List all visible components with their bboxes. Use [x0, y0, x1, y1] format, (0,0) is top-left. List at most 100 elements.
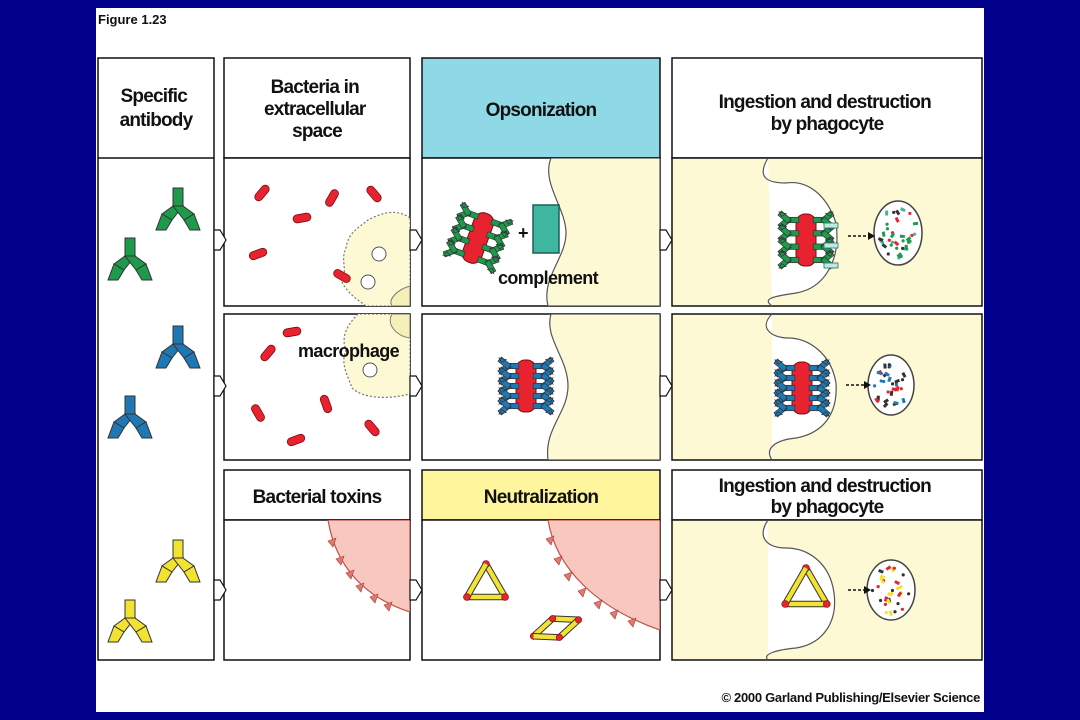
debris-fragment — [893, 400, 899, 406]
debris-fragment — [899, 387, 903, 391]
debris-fragment — [900, 607, 904, 611]
debris-fragment — [890, 591, 894, 596]
receptor-spike — [335, 555, 345, 566]
debris-fragment — [873, 384, 877, 388]
debris-fragment — [896, 586, 900, 591]
debris-fragment — [881, 243, 888, 249]
debris-fragment — [913, 232, 917, 236]
bacterium — [366, 185, 382, 203]
debris-fragment — [882, 379, 886, 384]
debris-fragment — [883, 398, 890, 404]
debris-fragment — [887, 363, 891, 367]
debris-fragment — [888, 610, 893, 616]
debris-fragment — [889, 232, 896, 239]
debris-fragment — [886, 390, 890, 394]
figure-label: Figure 1.23 — [98, 12, 167, 27]
debris-fragment — [901, 397, 906, 404]
receptor-spike — [609, 609, 619, 620]
connector-arrows — [213, 229, 673, 601]
neutralized-toxin-complex — [529, 615, 583, 641]
antibody-group — [107, 187, 201, 643]
antibody-icon — [497, 376, 520, 396]
connector-arrow — [659, 579, 673, 601]
debris-fragment — [890, 240, 895, 244]
opsonized-bacterium — [497, 356, 555, 416]
antibody-icon — [107, 237, 153, 281]
debris-fragment — [882, 402, 889, 408]
connector-arrow — [659, 229, 673, 251]
debris-fragment — [901, 239, 905, 243]
debris-fragment — [890, 382, 895, 386]
debris-fragment — [887, 376, 892, 383]
debris-fragment — [878, 598, 883, 603]
receptor-spike — [627, 617, 637, 628]
debris-fragment — [890, 588, 895, 593]
debris-fragment — [899, 234, 905, 239]
neutralized-toxin-complex — [781, 564, 831, 608]
debris-fragment — [885, 227, 890, 231]
debris-fragment — [876, 370, 883, 376]
opsonized-bacterium — [442, 201, 514, 275]
opsonized-bacterium — [773, 358, 831, 418]
debris-fragment — [885, 565, 892, 571]
receptor-spike — [369, 593, 379, 604]
connector-arrow — [409, 229, 423, 251]
debris-fragment — [876, 584, 880, 589]
connector-arrow — [409, 579, 423, 601]
debris-fragment — [886, 252, 890, 256]
receptor-spike — [355, 582, 365, 593]
receptor-spike — [345, 569, 355, 580]
debris-fragment — [878, 568, 884, 574]
bacterium — [333, 269, 351, 283]
connector-arrow — [659, 375, 673, 397]
debris-fragment — [879, 577, 883, 581]
debris-fragment — [896, 602, 900, 606]
debris-fragment — [893, 610, 897, 614]
bacterium — [319, 394, 333, 414]
immune-diagram: Figure 1.23 Specific antibody Bacteria i… — [97, 12, 983, 705]
debris-fragment — [889, 243, 893, 247]
receptor-spike — [577, 587, 587, 598]
debris-fragment — [907, 592, 911, 596]
antibody-icon — [777, 250, 800, 270]
digested-debris — [870, 207, 919, 616]
debris-fragment — [912, 221, 919, 226]
debris-fragment — [904, 244, 908, 250]
debris-fragment — [895, 209, 901, 216]
antibody-icon — [442, 239, 466, 258]
transfer-arrowhead — [868, 232, 875, 240]
debris-fragment — [894, 216, 900, 223]
antibody-icon — [808, 398, 831, 418]
debris-fragment — [881, 231, 886, 237]
debris-fragment — [879, 379, 883, 383]
antibody-icon — [773, 398, 796, 418]
debris-fragment — [901, 372, 907, 378]
bacterium — [248, 247, 268, 261]
debris-fragment — [895, 246, 899, 250]
debris-fragment — [881, 580, 885, 584]
debris-fragment — [897, 254, 904, 259]
header-opsonization: Opsonization — [486, 100, 597, 121]
debris-fragment — [887, 238, 891, 242]
debris-fragment — [894, 378, 901, 384]
antibody-icon — [532, 396, 555, 416]
debris-fragment — [885, 222, 889, 226]
debris-fragment — [908, 211, 912, 216]
debris-fragment — [892, 210, 896, 214]
debris-fragment — [896, 591, 903, 598]
debris-fragment — [900, 378, 905, 382]
bacterium — [282, 326, 302, 338]
receptor-spike — [593, 599, 603, 610]
receptor-spike — [553, 555, 563, 566]
debris-fragment — [879, 574, 886, 580]
antibody-icon — [155, 325, 201, 369]
bacterium — [254, 184, 270, 202]
opsonized-bacterium — [777, 210, 835, 270]
antibody-icon — [497, 366, 520, 386]
debris-fragment — [884, 371, 890, 377]
debris-fragment — [874, 397, 880, 404]
bacterium — [292, 212, 312, 224]
transfer-arrowhead — [864, 586, 871, 594]
receptor-spike — [563, 571, 573, 582]
phagolysosome-1 — [873, 200, 923, 266]
